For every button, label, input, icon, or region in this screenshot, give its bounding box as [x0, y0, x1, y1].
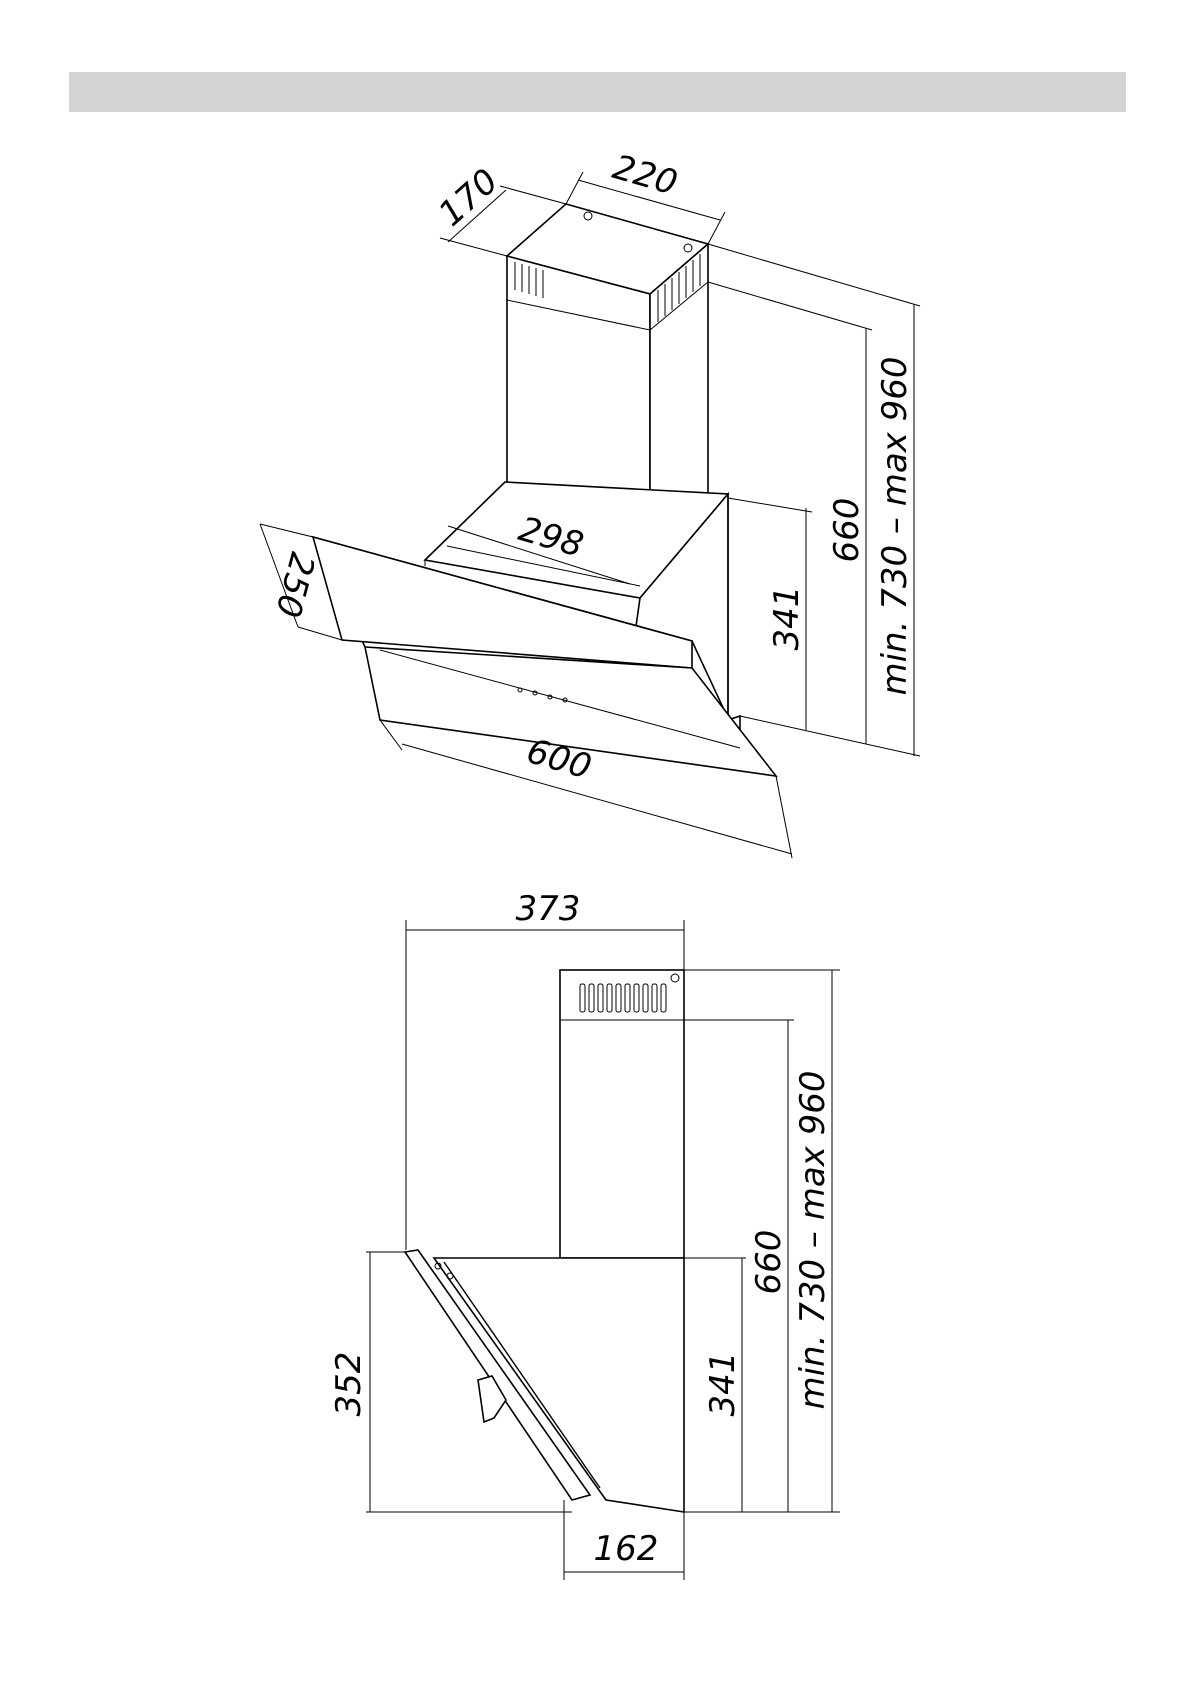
- chimney-iso: [505, 203, 710, 550]
- dim-352-label: 352: [329, 1352, 369, 1417]
- dim-250-label: 250: [267, 548, 322, 621]
- dim-170-label: 170: [431, 161, 506, 234]
- dim-341-label: 341: [767, 586, 807, 651]
- dim-total-label: min. 730 – max 960: [875, 356, 915, 695]
- dim-total-side-label: min. 730 – max 960: [793, 1070, 833, 1409]
- bracket-iso: [423, 481, 730, 599]
- dim-660-label: 660: [827, 498, 867, 563]
- dim-341-side-label: 341: [703, 1352, 743, 1417]
- dim-373-label: 373: [516, 889, 581, 929]
- dim-162-label: 162: [594, 1529, 659, 1569]
- glass-panel-side: [403, 1249, 601, 1501]
- side-view: 373 352 162 341 660 min. 730 – max 960: [329, 889, 840, 1580]
- dim-660-side-label: 660: [749, 1230, 789, 1295]
- dim-220-label: 220: [608, 147, 681, 203]
- side-dimension-lines: [366, 920, 840, 1580]
- isometric-view: 220 170 298 250 600 341 660 min. 730 – m…: [259, 147, 921, 859]
- header-bar: [69, 72, 1126, 112]
- glass-panel-iso: [311, 535, 778, 778]
- iso-dimension-lines: [259, 171, 921, 859]
- chimney-side: [559, 969, 685, 1259]
